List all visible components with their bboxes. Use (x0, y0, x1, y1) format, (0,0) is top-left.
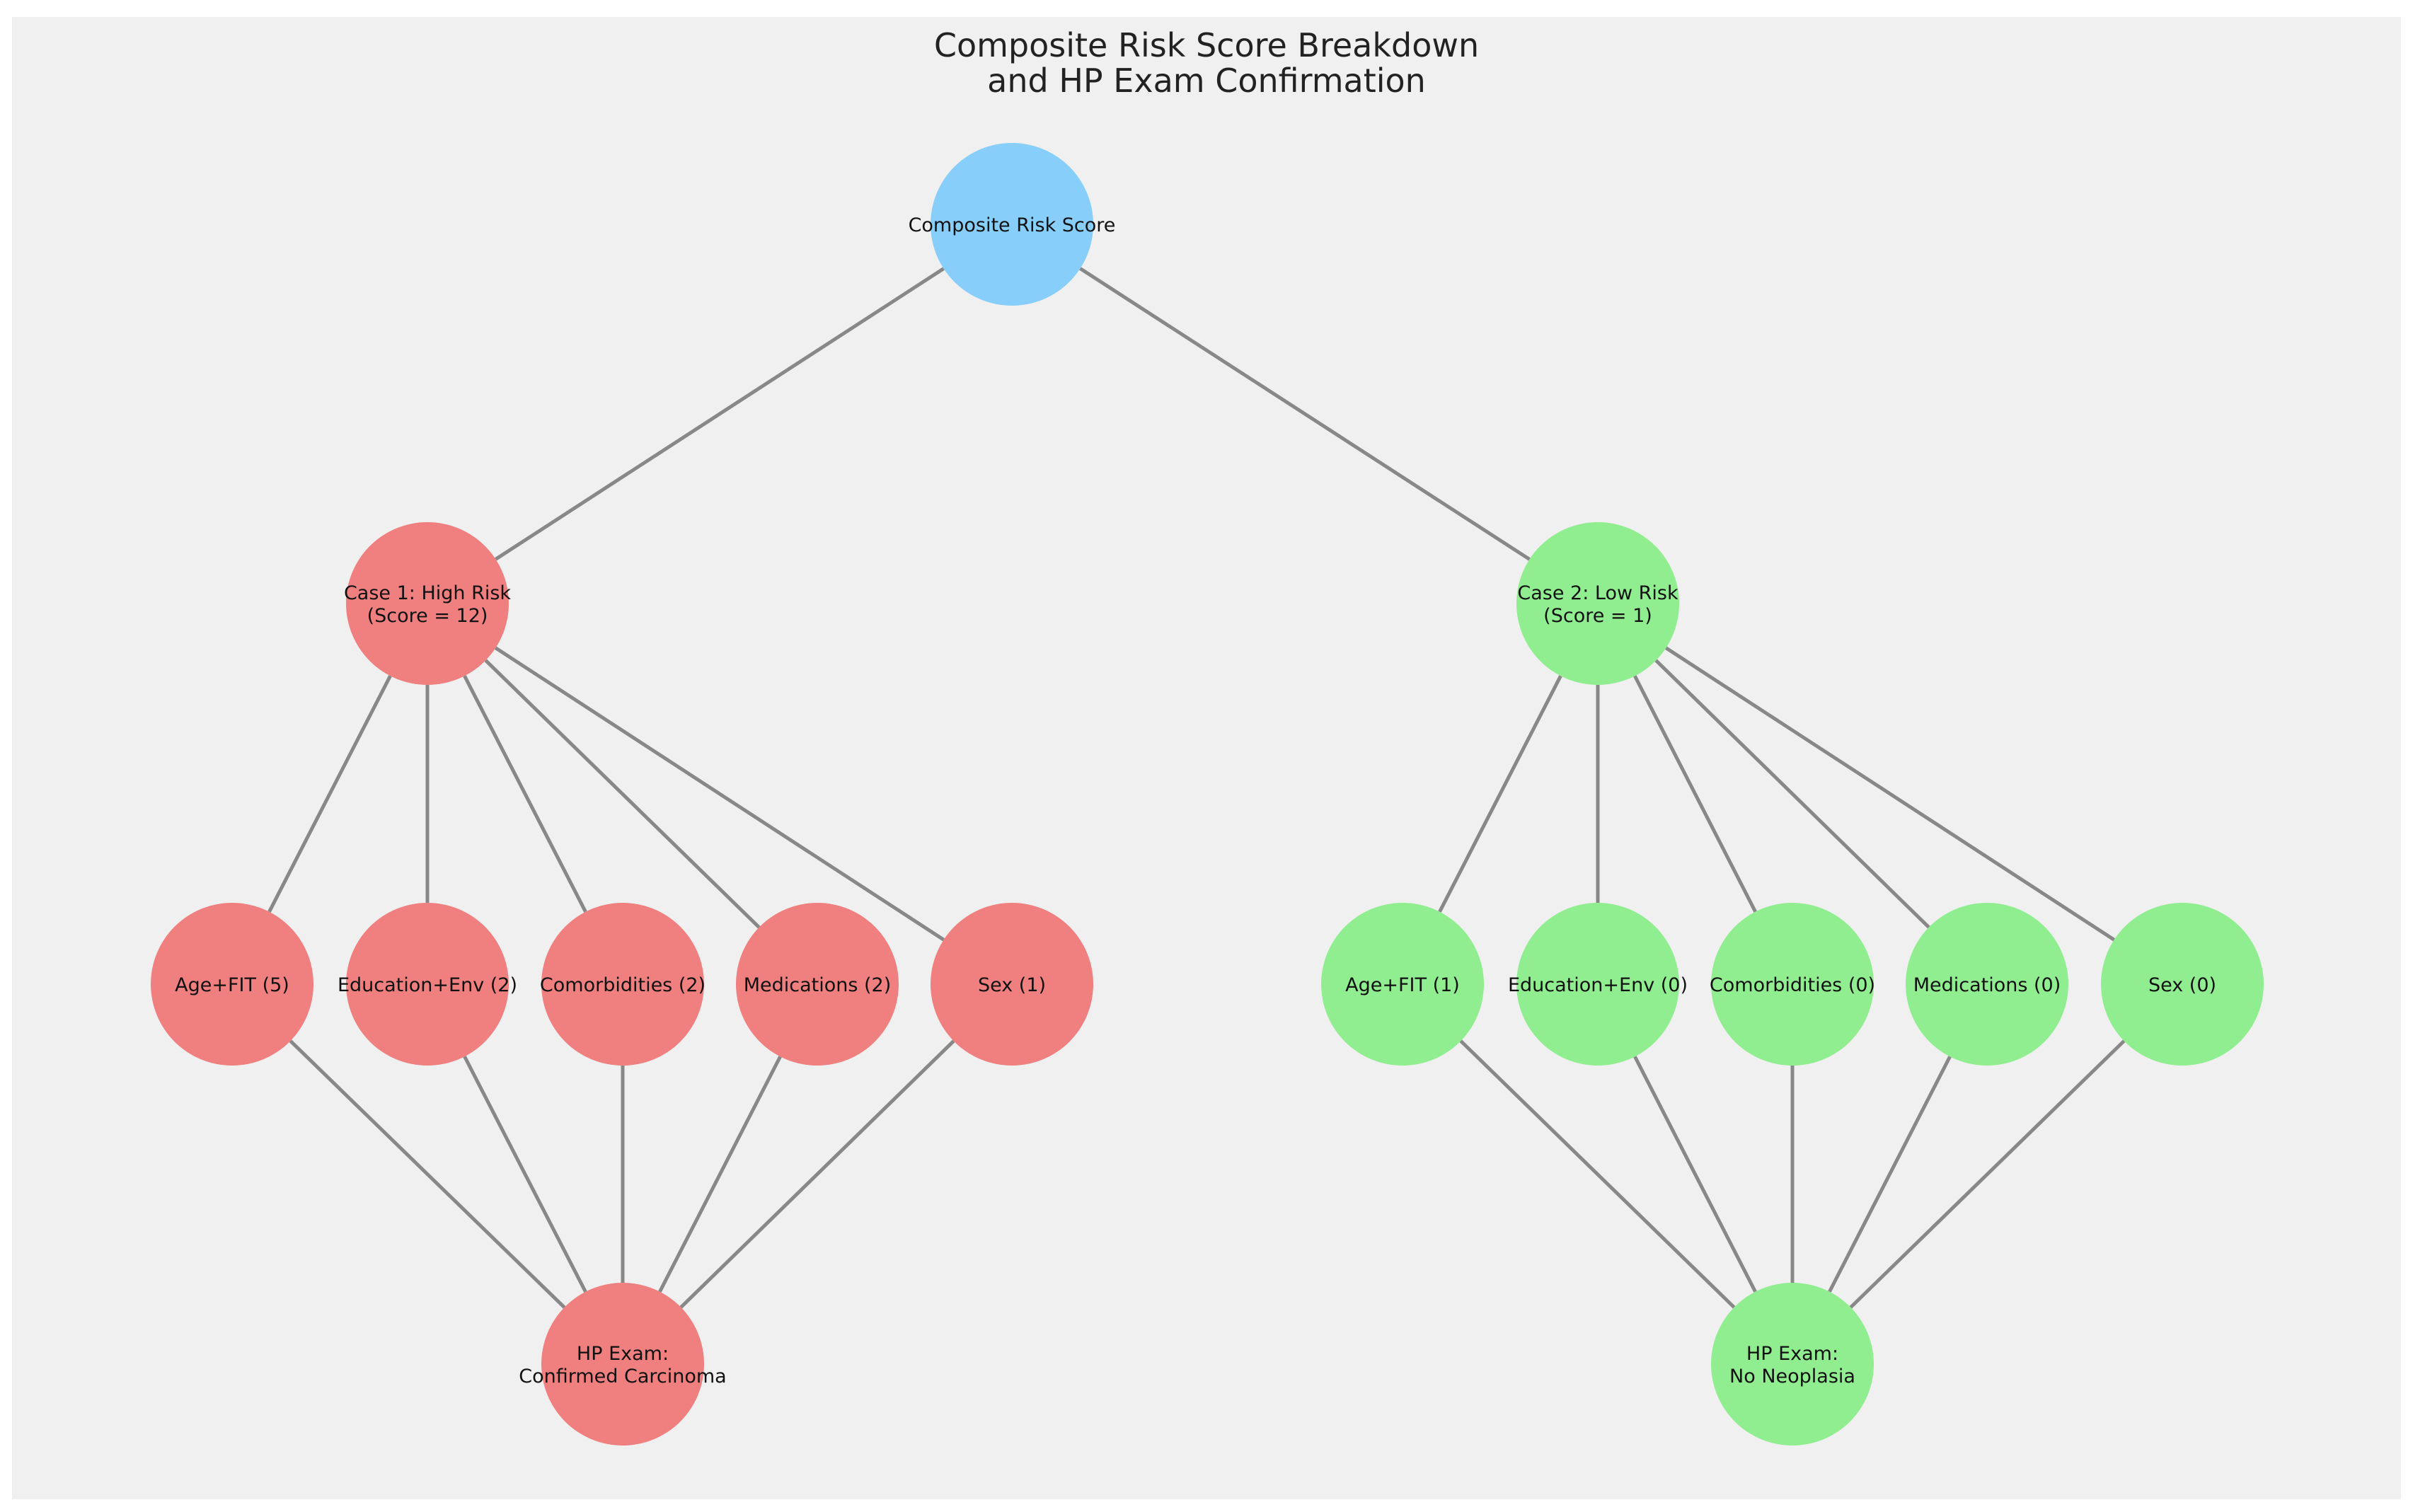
node-c2_edu: Education+Env (0) (1508, 903, 1688, 1066)
diagram-title-line-1: Composite Risk Score Breakdown (934, 26, 1479, 64)
node-circle-c2_com (1711, 903, 1874, 1066)
node-label-case1-line-2: (Score = 12) (367, 605, 488, 627)
node-label-case2-line-1: Case 2: Low Risk (1517, 582, 1678, 604)
node-label-hp2-line-1: HP Exam: (1746, 1343, 1838, 1365)
node-label-root-line-1: Composite Risk Score (909, 214, 1116, 236)
node-label-c1_edu-line-1: Education+Env (2) (338, 974, 517, 996)
node-c2_com: Comorbidities (0) (1710, 903, 1875, 1066)
node-label-c2_edu-line-1: Education+Env (0) (1508, 974, 1688, 996)
node-circle-case2 (1516, 522, 1679, 685)
node-circle-c1_age (151, 903, 313, 1066)
node-label-c2_com-line-1: Comorbidities (0) (1710, 974, 1875, 996)
node-case2: Case 2: Low Risk(Score = 1) (1516, 522, 1679, 685)
node-c2_age: Age+FIT (1) (1321, 903, 1484, 1066)
diagram-title-line-2: and HP Exam Confirmation (987, 62, 1426, 100)
node-circle-c1_med (736, 903, 899, 1066)
edge-c2_edu-hp2 (1633, 1056, 1757, 1293)
edge-c1_edu-hp1 (463, 1056, 587, 1293)
node-circle-c1_sex (931, 903, 1093, 1066)
node-circle-c2_sex (2101, 903, 2264, 1066)
node-circle-c1_com (541, 903, 704, 1066)
node-label-case1-line-1: Case 1: High Risk (344, 582, 511, 604)
node-label-c1_com-line-1: Comorbidities (2) (540, 974, 706, 996)
edge-c2_sex-hp2 (1849, 1039, 2126, 1309)
edge-case1-c1_age (267, 675, 392, 913)
edge-case2-c2_sex (1664, 646, 2116, 942)
node-label-hp1-line-1: HP Exam: (577, 1343, 669, 1365)
edge-root-case2 (1079, 267, 1531, 561)
edge-c1_age-hp1 (289, 1039, 566, 1309)
node-circle-hp2 (1711, 1283, 1874, 1445)
node-case1: Case 1: High Risk(Score = 12) (344, 522, 511, 685)
node-c1_edu: Education+Env (2) (338, 903, 517, 1066)
node-label-c1_sex-line-1: Sex (1) (978, 974, 1046, 996)
node-c1_com: Comorbidities (2) (540, 903, 706, 1066)
node-circle-c1_edu (346, 903, 509, 1066)
node-circle-case1 (346, 522, 509, 685)
edges-layer (267, 267, 2126, 1309)
node-label-c2_sex-line-1: Sex (0) (2148, 974, 2216, 996)
node-root: Composite Risk Score (909, 143, 1116, 306)
edge-case2-c2_med (1654, 659, 1930, 929)
edge-case1-c1_sex (494, 646, 945, 942)
edge-case1-c1_med (484, 659, 761, 929)
node-hp2: HP Exam:No Neoplasia (1711, 1283, 1874, 1445)
node-label-c2_age-line-1: Age+FIT (1) (1345, 974, 1460, 996)
node-label-case2-line-2: (Score = 1) (1543, 605, 1652, 627)
node-circle-hp1 (541, 1283, 704, 1445)
edge-c2_age-hp2 (1459, 1039, 1736, 1309)
node-c2_med: Medications (0) (1906, 903, 2068, 1066)
node-circle-c2_med (1906, 903, 2068, 1066)
node-label-c2_med-line-1: Medications (0) (1913, 974, 2061, 996)
diagram-background (12, 17, 2401, 1499)
edge-case2-c2_age (1438, 675, 1562, 913)
node-circle-c2_edu (1516, 903, 1679, 1066)
node-c1_med: Medications (2) (736, 903, 899, 1066)
node-label-c1_med-line-1: Medications (2) (744, 974, 892, 996)
edge-root-case1 (495, 267, 945, 561)
node-hp1: HP Exam:Confirmed Carcinoma (519, 1283, 727, 1445)
node-circle-root (931, 143, 1093, 306)
node-c2_sex: Sex (0) (2101, 903, 2264, 1066)
node-label-c1_age-line-1: Age+FIT (5) (175, 974, 289, 996)
edge-c1_med-hp1 (658, 1056, 782, 1293)
edge-c1_sex-hp1 (679, 1039, 955, 1309)
node-c1_sex: Sex (1) (931, 903, 1093, 1066)
edge-case2-c2_com (1633, 675, 1757, 913)
edge-c2_med-hp2 (1828, 1056, 1952, 1293)
node-label-hp1-line-2: Confirmed Carcinoma (519, 1366, 726, 1387)
edge-case1-c1_com (463, 675, 587, 913)
node-circle-c2_age (1321, 903, 1484, 1066)
node-c1_age: Age+FIT (5) (151, 903, 313, 1066)
node-label-hp2-line-2: No Neoplasia (1729, 1366, 1855, 1387)
